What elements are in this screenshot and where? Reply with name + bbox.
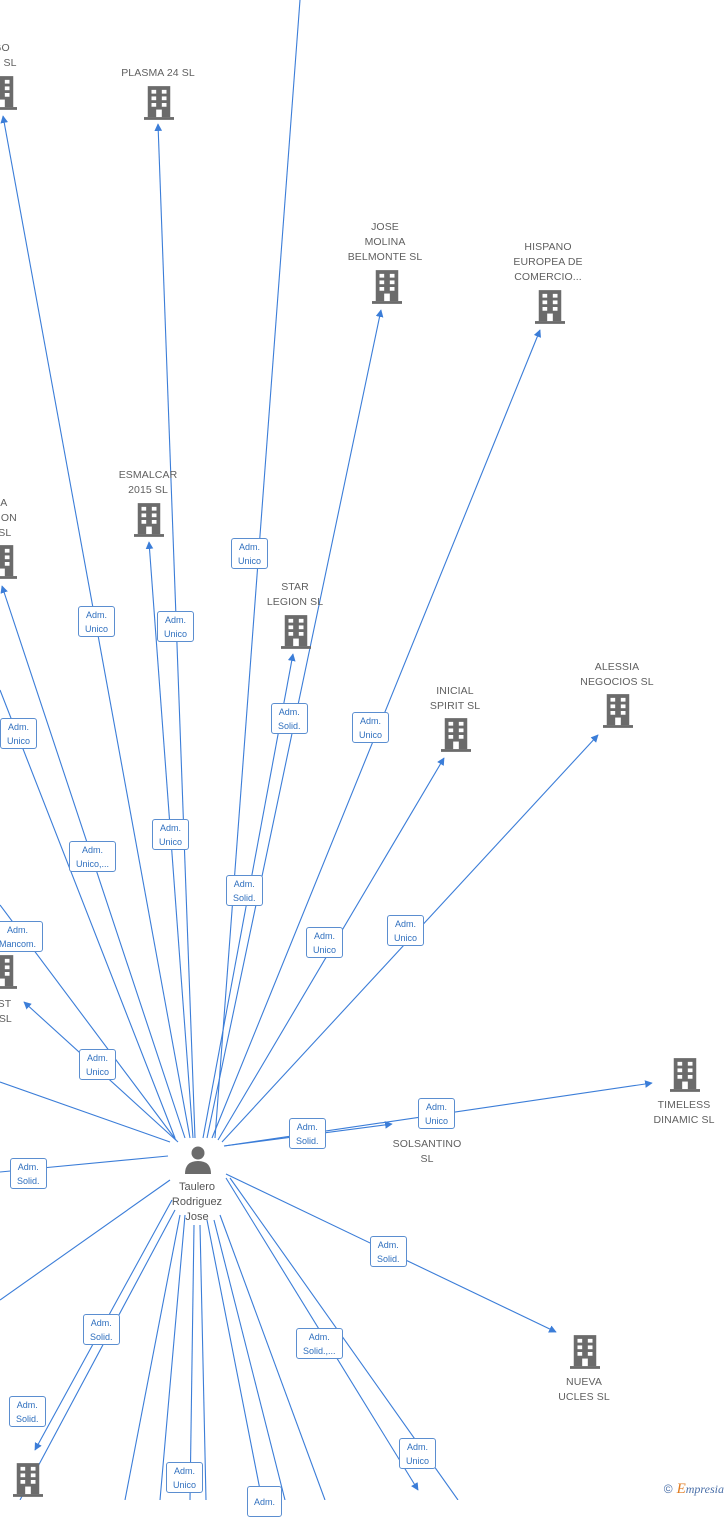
role-badge[interactable]: Adm. Unico xyxy=(352,712,390,743)
building-icon[interactable] xyxy=(372,270,402,304)
relation-edge xyxy=(159,1214,186,1500)
relation-edge xyxy=(199,1224,207,1500)
role-badge[interactable]: Adm. Unico,... xyxy=(69,841,117,872)
role-badge[interactable]: Adm. Unico xyxy=(418,1098,456,1129)
role-badge[interactable]: Adm. Solid. xyxy=(271,703,308,734)
role-badge[interactable]: Adm. Solid. xyxy=(289,1118,326,1149)
building-icon[interactable] xyxy=(570,1335,600,1369)
copyright-symbol: © xyxy=(663,1482,673,1496)
company-label[interactable]: NA ACION A SL xyxy=(0,497,17,539)
brand-name: mpresia xyxy=(685,1482,724,1496)
building-icon[interactable] xyxy=(670,1058,700,1092)
building-icon[interactable] xyxy=(0,545,17,579)
company-label[interactable]: LIST R SL xyxy=(0,998,12,1025)
role-badge[interactable]: Adm. Unico xyxy=(79,1049,117,1080)
role-badge[interactable]: Adm. Solid. xyxy=(9,1396,46,1427)
company-label[interactable]: STAR LEGION SL xyxy=(266,581,324,608)
building-icon[interactable] xyxy=(144,86,174,120)
role-badge[interactable]: Adm. Unico xyxy=(387,915,425,946)
role-badge[interactable]: Adm. Solid.,... xyxy=(296,1328,343,1359)
role-badge[interactable]: Adm. Unico xyxy=(231,538,269,569)
role-badge[interactable]: Adm. Unico xyxy=(306,927,344,958)
role-badge[interactable]: Adm. Unico xyxy=(0,718,38,749)
building-icon[interactable] xyxy=(603,694,633,728)
relation-edge xyxy=(213,1219,286,1500)
company-label[interactable]: ESMALCAR 2015 SL xyxy=(118,469,178,496)
relation-edge xyxy=(219,1214,326,1500)
relation-edge xyxy=(214,0,301,1139)
company-label[interactable]: SOLSANTINO SL xyxy=(392,1138,462,1165)
role-badge[interactable]: Adm. Solid. xyxy=(10,1158,47,1189)
building-icon[interactable] xyxy=(441,718,471,752)
building-icon[interactable] xyxy=(134,503,164,537)
relation-edge xyxy=(0,1179,171,1301)
building-icon[interactable] xyxy=(0,76,17,110)
relation-edge xyxy=(206,1219,263,1500)
brand-logo: ©Empresia xyxy=(664,1481,724,1498)
role-badge[interactable]: Adm. Solid. xyxy=(226,875,263,906)
company-label[interactable]: ALESSIA NEGOCIOS SL xyxy=(580,661,654,688)
role-badge[interactable]: Adm. Unico xyxy=(399,1438,437,1469)
role-badge[interactable]: Adm. Mancom. xyxy=(0,921,44,952)
role-badge[interactable]: Adm. Unico xyxy=(152,819,190,850)
company-label[interactable]: PLASMA 24 SL xyxy=(121,67,195,79)
building-icon[interactable] xyxy=(0,955,17,989)
role-badge[interactable]: Adm. Solid. xyxy=(370,1236,407,1267)
brand-initial: E xyxy=(676,1481,686,1497)
role-badge[interactable]: Adm. Unico xyxy=(78,606,116,637)
role-badge[interactable]: Adm. Unico xyxy=(157,611,195,642)
company-label[interactable]: JOSE MOLINA BELMONTE SL xyxy=(347,221,423,263)
person-icon[interactable] xyxy=(185,1146,211,1175)
relation-edge xyxy=(124,1214,181,1500)
building-icon[interactable] xyxy=(13,1463,43,1497)
company-label[interactable]: TIMELESS DINAMIC SL xyxy=(653,1099,715,1126)
relation-edge xyxy=(0,689,176,1139)
role-badge[interactable]: Adm. xyxy=(247,1486,283,1517)
company-label[interactable]: HISPANO EUROPEA DE COMERCIO... xyxy=(513,241,583,283)
building-icon[interactable] xyxy=(535,290,565,324)
relation-edge xyxy=(189,1224,195,1500)
company-label[interactable]: NUEVA UCLES SL xyxy=(558,1376,610,1403)
relation-edge xyxy=(0,1081,171,1143)
building-icon[interactable] xyxy=(281,615,311,649)
company-label[interactable]: INICIAL SPIRIT SL xyxy=(429,685,481,712)
person-name[interactable]: Taulero Rodriguez Jose xyxy=(171,1181,223,1223)
role-badge[interactable]: Adm. Solid. xyxy=(83,1314,120,1345)
role-badge[interactable]: Adm. Unico xyxy=(166,1462,204,1493)
company-label[interactable]: IGO OM SL xyxy=(0,42,17,69)
relation-edge xyxy=(19,1209,176,1500)
